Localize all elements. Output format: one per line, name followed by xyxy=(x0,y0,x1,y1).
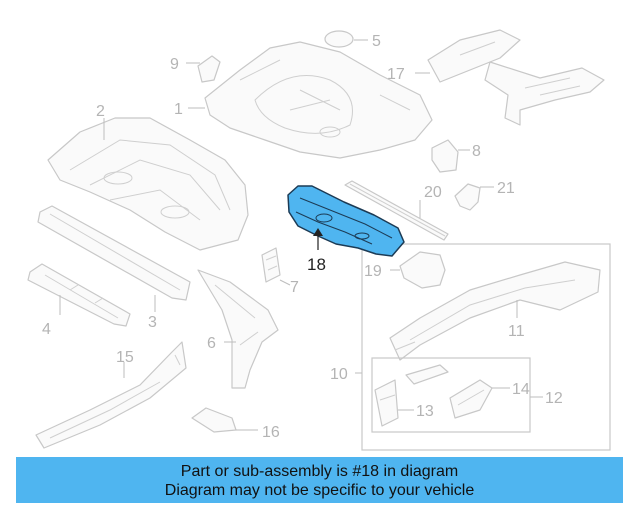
part-6-pillar[interactable] xyxy=(197,269,279,389)
part-13-plate[interactable] xyxy=(374,364,449,427)
info-banner: Part or sub-assembly is #18 in diagram D… xyxy=(16,457,623,503)
callout-12: 12 xyxy=(545,390,563,407)
callout-5: 5 xyxy=(372,33,381,50)
callout-17: 17 xyxy=(387,66,405,83)
part-16-bracket[interactable] xyxy=(191,407,237,433)
part-21-bracket[interactable] xyxy=(454,183,481,211)
part-4-rail-reinforcement[interactable] xyxy=(27,263,131,327)
callout-2: 2 xyxy=(96,103,105,120)
banner-line-1: Part or sub-assembly is #18 in diagram xyxy=(180,463,459,480)
callout-4: 4 xyxy=(42,321,51,338)
parts-diagram: 1 2 3 4 5 6 7 8 xyxy=(27,29,611,451)
part-2-front-floor[interactable] xyxy=(47,117,249,251)
callout-7: 7 xyxy=(290,279,299,296)
callout-20: 20 xyxy=(424,184,442,201)
callout-13: 13 xyxy=(416,403,434,420)
part-3-sill-rail[interactable] xyxy=(37,205,191,301)
callout-15: 15 xyxy=(116,349,134,366)
callout-19: 19 xyxy=(364,263,382,280)
part-14-bracket[interactable] xyxy=(449,379,493,419)
callout-18-arrowhead xyxy=(313,228,323,236)
callout-1: 1 xyxy=(174,101,183,118)
banner-line-2: Diagram may not be specific to your vehi… xyxy=(164,482,475,499)
part-7-bracket[interactable] xyxy=(261,247,281,283)
part-19-bracket[interactable] xyxy=(399,251,446,289)
callout-11: 11 xyxy=(508,323,525,340)
part-11-side-rail[interactable] xyxy=(389,261,601,361)
part-10-assembly-box xyxy=(361,243,611,451)
callout-3: 3 xyxy=(148,314,157,331)
callout-16: 16 xyxy=(262,424,280,441)
part-18-highlighted-member[interactable] xyxy=(287,185,405,257)
callout-9: 9 xyxy=(170,56,179,73)
callout-6: 6 xyxy=(207,335,216,352)
part-12-sub-box xyxy=(371,357,531,433)
part-5-plug[interactable] xyxy=(324,30,354,48)
part-17-crossmember[interactable] xyxy=(427,29,605,126)
part-15-rear-rail[interactable] xyxy=(35,341,187,449)
callout-14: 14 xyxy=(512,381,530,398)
part-1-rear-floor[interactable] xyxy=(204,41,433,159)
callout-18: 18 xyxy=(307,255,326,274)
part-20-bar[interactable] xyxy=(344,180,449,241)
part-8-gusset[interactable] xyxy=(431,139,459,173)
callout-8: 8 xyxy=(472,143,481,160)
callout-21: 21 xyxy=(497,180,515,197)
callout-10: 10 xyxy=(330,366,348,383)
part-9-bracket[interactable] xyxy=(197,55,221,83)
